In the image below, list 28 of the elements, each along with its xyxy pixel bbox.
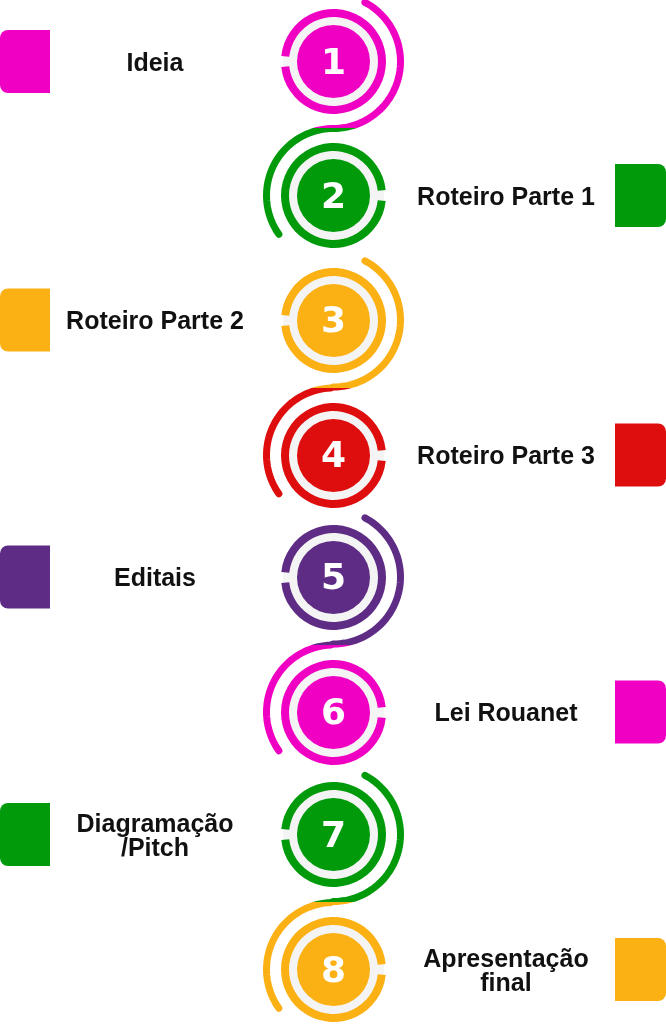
step-label: Lei Rouanet	[433, 700, 579, 724]
step-number: 2	[320, 177, 347, 214]
step-label: Diagramação /Pitch	[75, 810, 235, 859]
step-label: Editais	[113, 565, 197, 589]
step-circle	[281, 402, 386, 508]
step-circle	[281, 917, 386, 1022]
curved-connector	[263, 0, 404, 238]
step-label: Roteiro Parte 3	[416, 443, 596, 467]
step-number: 7	[320, 816, 347, 853]
step-circle	[281, 143, 386, 248]
step-label: Roteiro Parte 2	[65, 308, 245, 332]
step-circle	[281, 267, 386, 373]
step-label: Apresentação final	[422, 945, 590, 994]
step-circle	[281, 782, 386, 887]
step-circle	[281, 659, 386, 765]
curved-connector	[263, 514, 404, 755]
step-number: 5	[320, 559, 347, 595]
curved-connector	[263, 257, 404, 498]
step-circle	[281, 524, 386, 630]
step-number: 3	[320, 302, 347, 338]
step-number: 6	[320, 694, 347, 730]
step-label: Ideia	[125, 49, 185, 74]
step-number: 1	[320, 43, 347, 80]
curved-connector	[263, 771, 404, 1012]
step-label: Roteiro Parte 1	[416, 183, 596, 208]
step-number: 8	[320, 951, 347, 988]
step-number: 4	[320, 437, 347, 473]
step-circle	[281, 9, 386, 114]
